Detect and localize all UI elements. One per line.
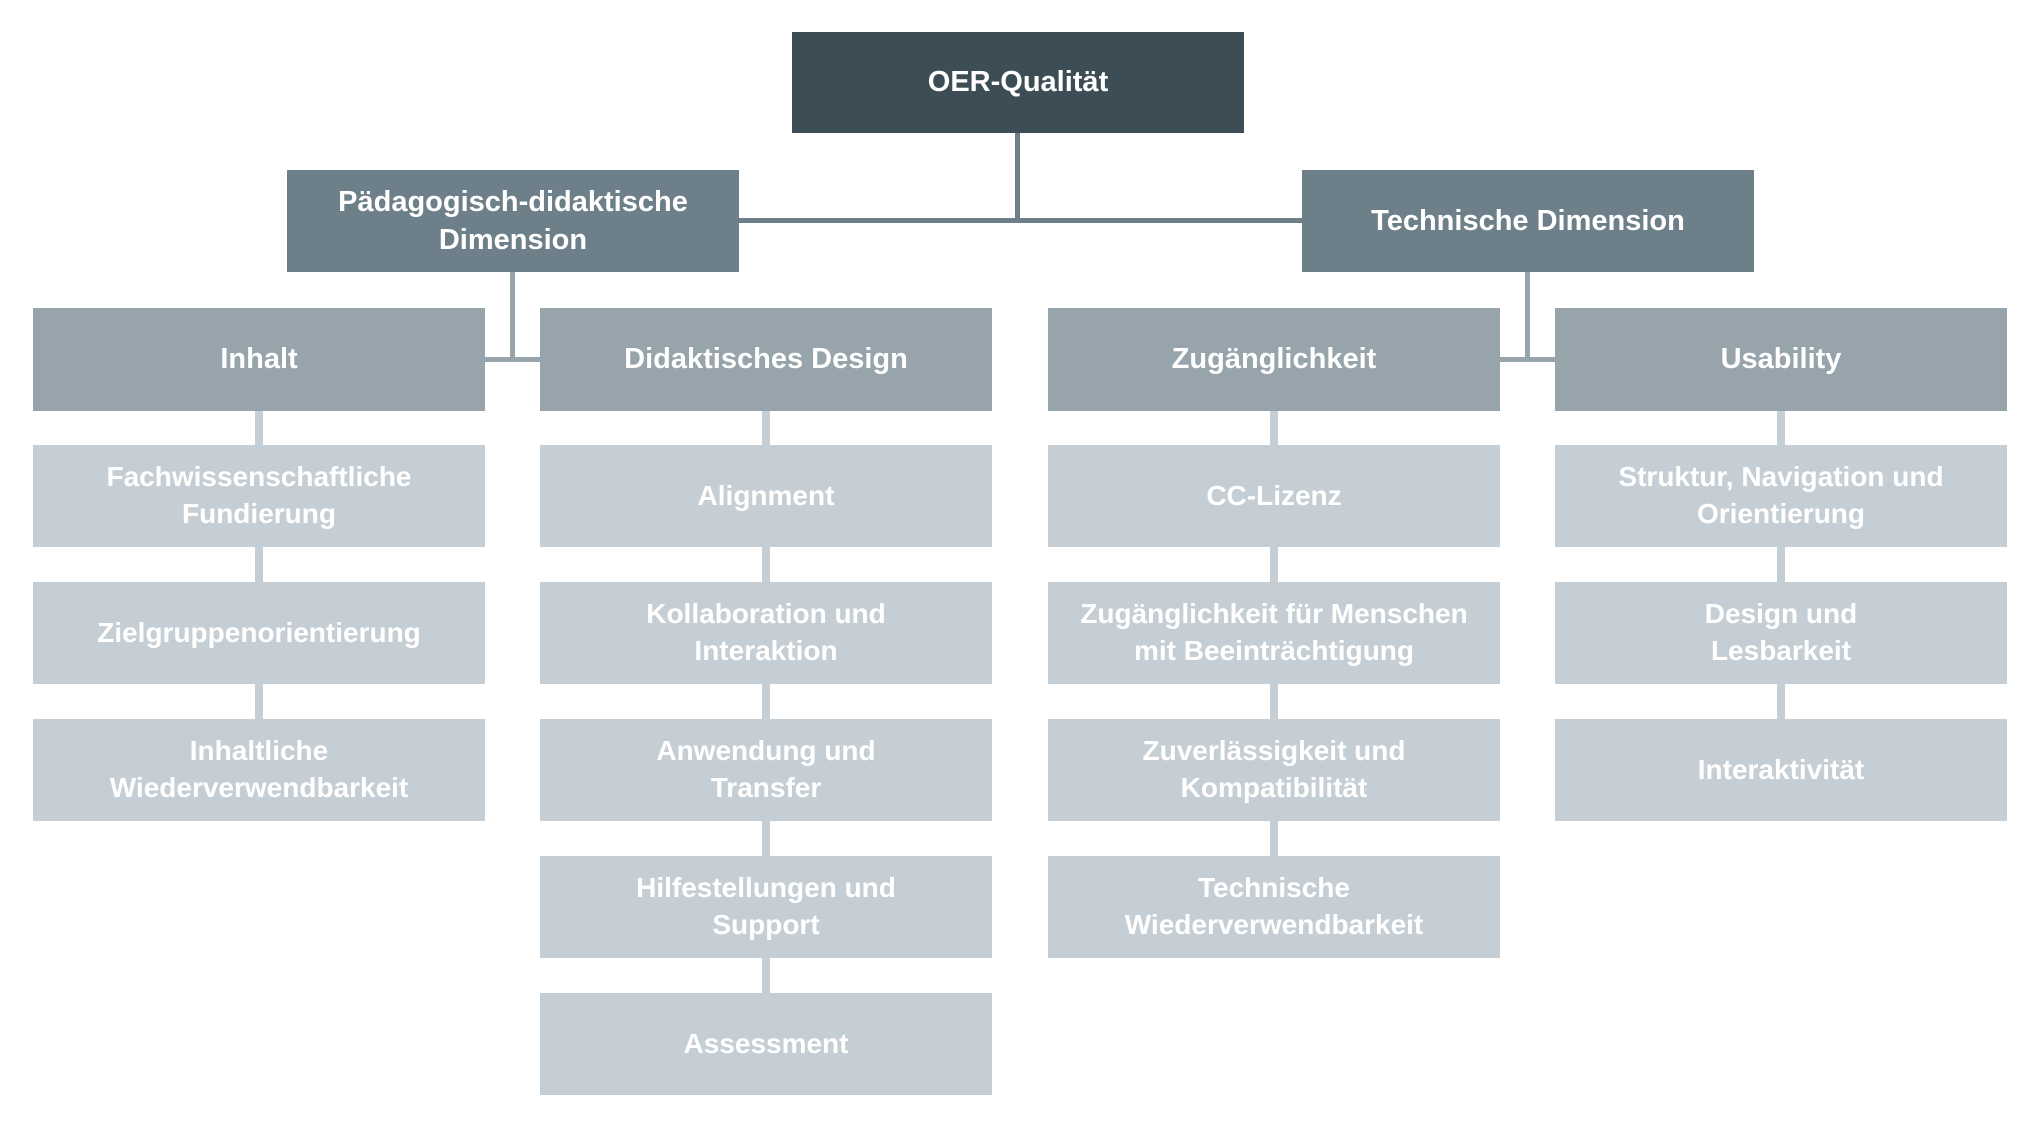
item-box-assessment: Assessment (540, 993, 992, 1095)
item-box-zugaenglichkeit-beeintraechtigung: Zugänglichkeit für Menschen mit Beeinträ… (1048, 582, 1500, 684)
item-box-technische-wiederverwendbarkeit: Technische Wiederverwendbarkeit (1048, 856, 1500, 958)
connector-didaktisch-item-0 (762, 411, 770, 445)
item-box-design-lesbarkeit: Design und Lesbarkeit (1555, 582, 2007, 684)
dimension-box-technisch: Technische Dimension (1302, 170, 1754, 272)
connector-didaktisch-item-1 (762, 547, 770, 582)
connector-technisch-stub (1500, 357, 1555, 362)
category-box-zugaenglichkeit: Zugänglichkeit (1048, 308, 1500, 411)
item-box-inhaltliche-wiederverwendbarkeit: Inhaltliche Wiederverwendbarkeit (33, 719, 485, 821)
item-box-alignment: Alignment (540, 445, 992, 547)
category-box-usability: Usability (1555, 308, 2007, 411)
connector-root-drop (1015, 133, 1020, 221)
connector-usability-item-2 (1777, 684, 1785, 719)
item-box-kollaboration-interaktion: Kollaboration und Interaktion (540, 582, 992, 684)
connector-didaktisch-item-4 (762, 958, 770, 993)
connector-usability-item-1 (1777, 547, 1785, 582)
connector-zugaenglichkeit-item-0 (1270, 411, 1278, 445)
dimension-box-paedagogisch-didaktisch: Pädagogisch-didaktische Dimension (287, 170, 739, 272)
connector-zugaenglichkeit-item-3 (1270, 821, 1278, 856)
connector-dimensions-horizontal (739, 218, 1302, 223)
item-box-struktur-navigation-orientierung: Struktur, Navigation und Orientierung (1555, 445, 2007, 547)
category-box-didaktisches-design: Didaktisches Design (540, 308, 992, 411)
connector-didaktisch-item-2 (762, 684, 770, 719)
connector-paedagogisch-stub (485, 357, 540, 362)
category-box-inhalt: Inhalt (33, 308, 485, 411)
connector-usability-item-0 (1777, 411, 1785, 445)
connector-technisch-drop (1525, 272, 1530, 362)
item-box-cc-lizenz: CC-Lizenz (1048, 445, 1500, 547)
item-box-zuverlaessigkeit-kompatibilitaet: Zuverlässigkeit und Kompatibilität (1048, 719, 1500, 821)
item-box-zielgruppenorientierung: Zielgruppenorientierung (33, 582, 485, 684)
item-box-anwendung-transfer: Anwendung und Transfer (540, 719, 992, 821)
item-box-interaktivitaet: Interaktivität (1555, 719, 2007, 821)
root-box-oer-qualitaet: OER-Qualität (792, 32, 1244, 133)
connector-didaktisch-item-3 (762, 821, 770, 856)
connector-paedagogisch-drop (510, 272, 515, 362)
connector-zugaenglichkeit-item-2 (1270, 684, 1278, 719)
item-box-hilfestellungen-support: Hilfestellungen und Support (540, 856, 992, 958)
connector-inhalt-item-1 (255, 547, 263, 582)
connector-zugaenglichkeit-item-1 (1270, 547, 1278, 582)
connector-inhalt-item-2 (255, 684, 263, 719)
item-box-fachwissenschaftliche-fundierung: Fachwissenschaftliche Fundierung (33, 445, 485, 547)
connector-inhalt-item-0 (255, 411, 263, 445)
